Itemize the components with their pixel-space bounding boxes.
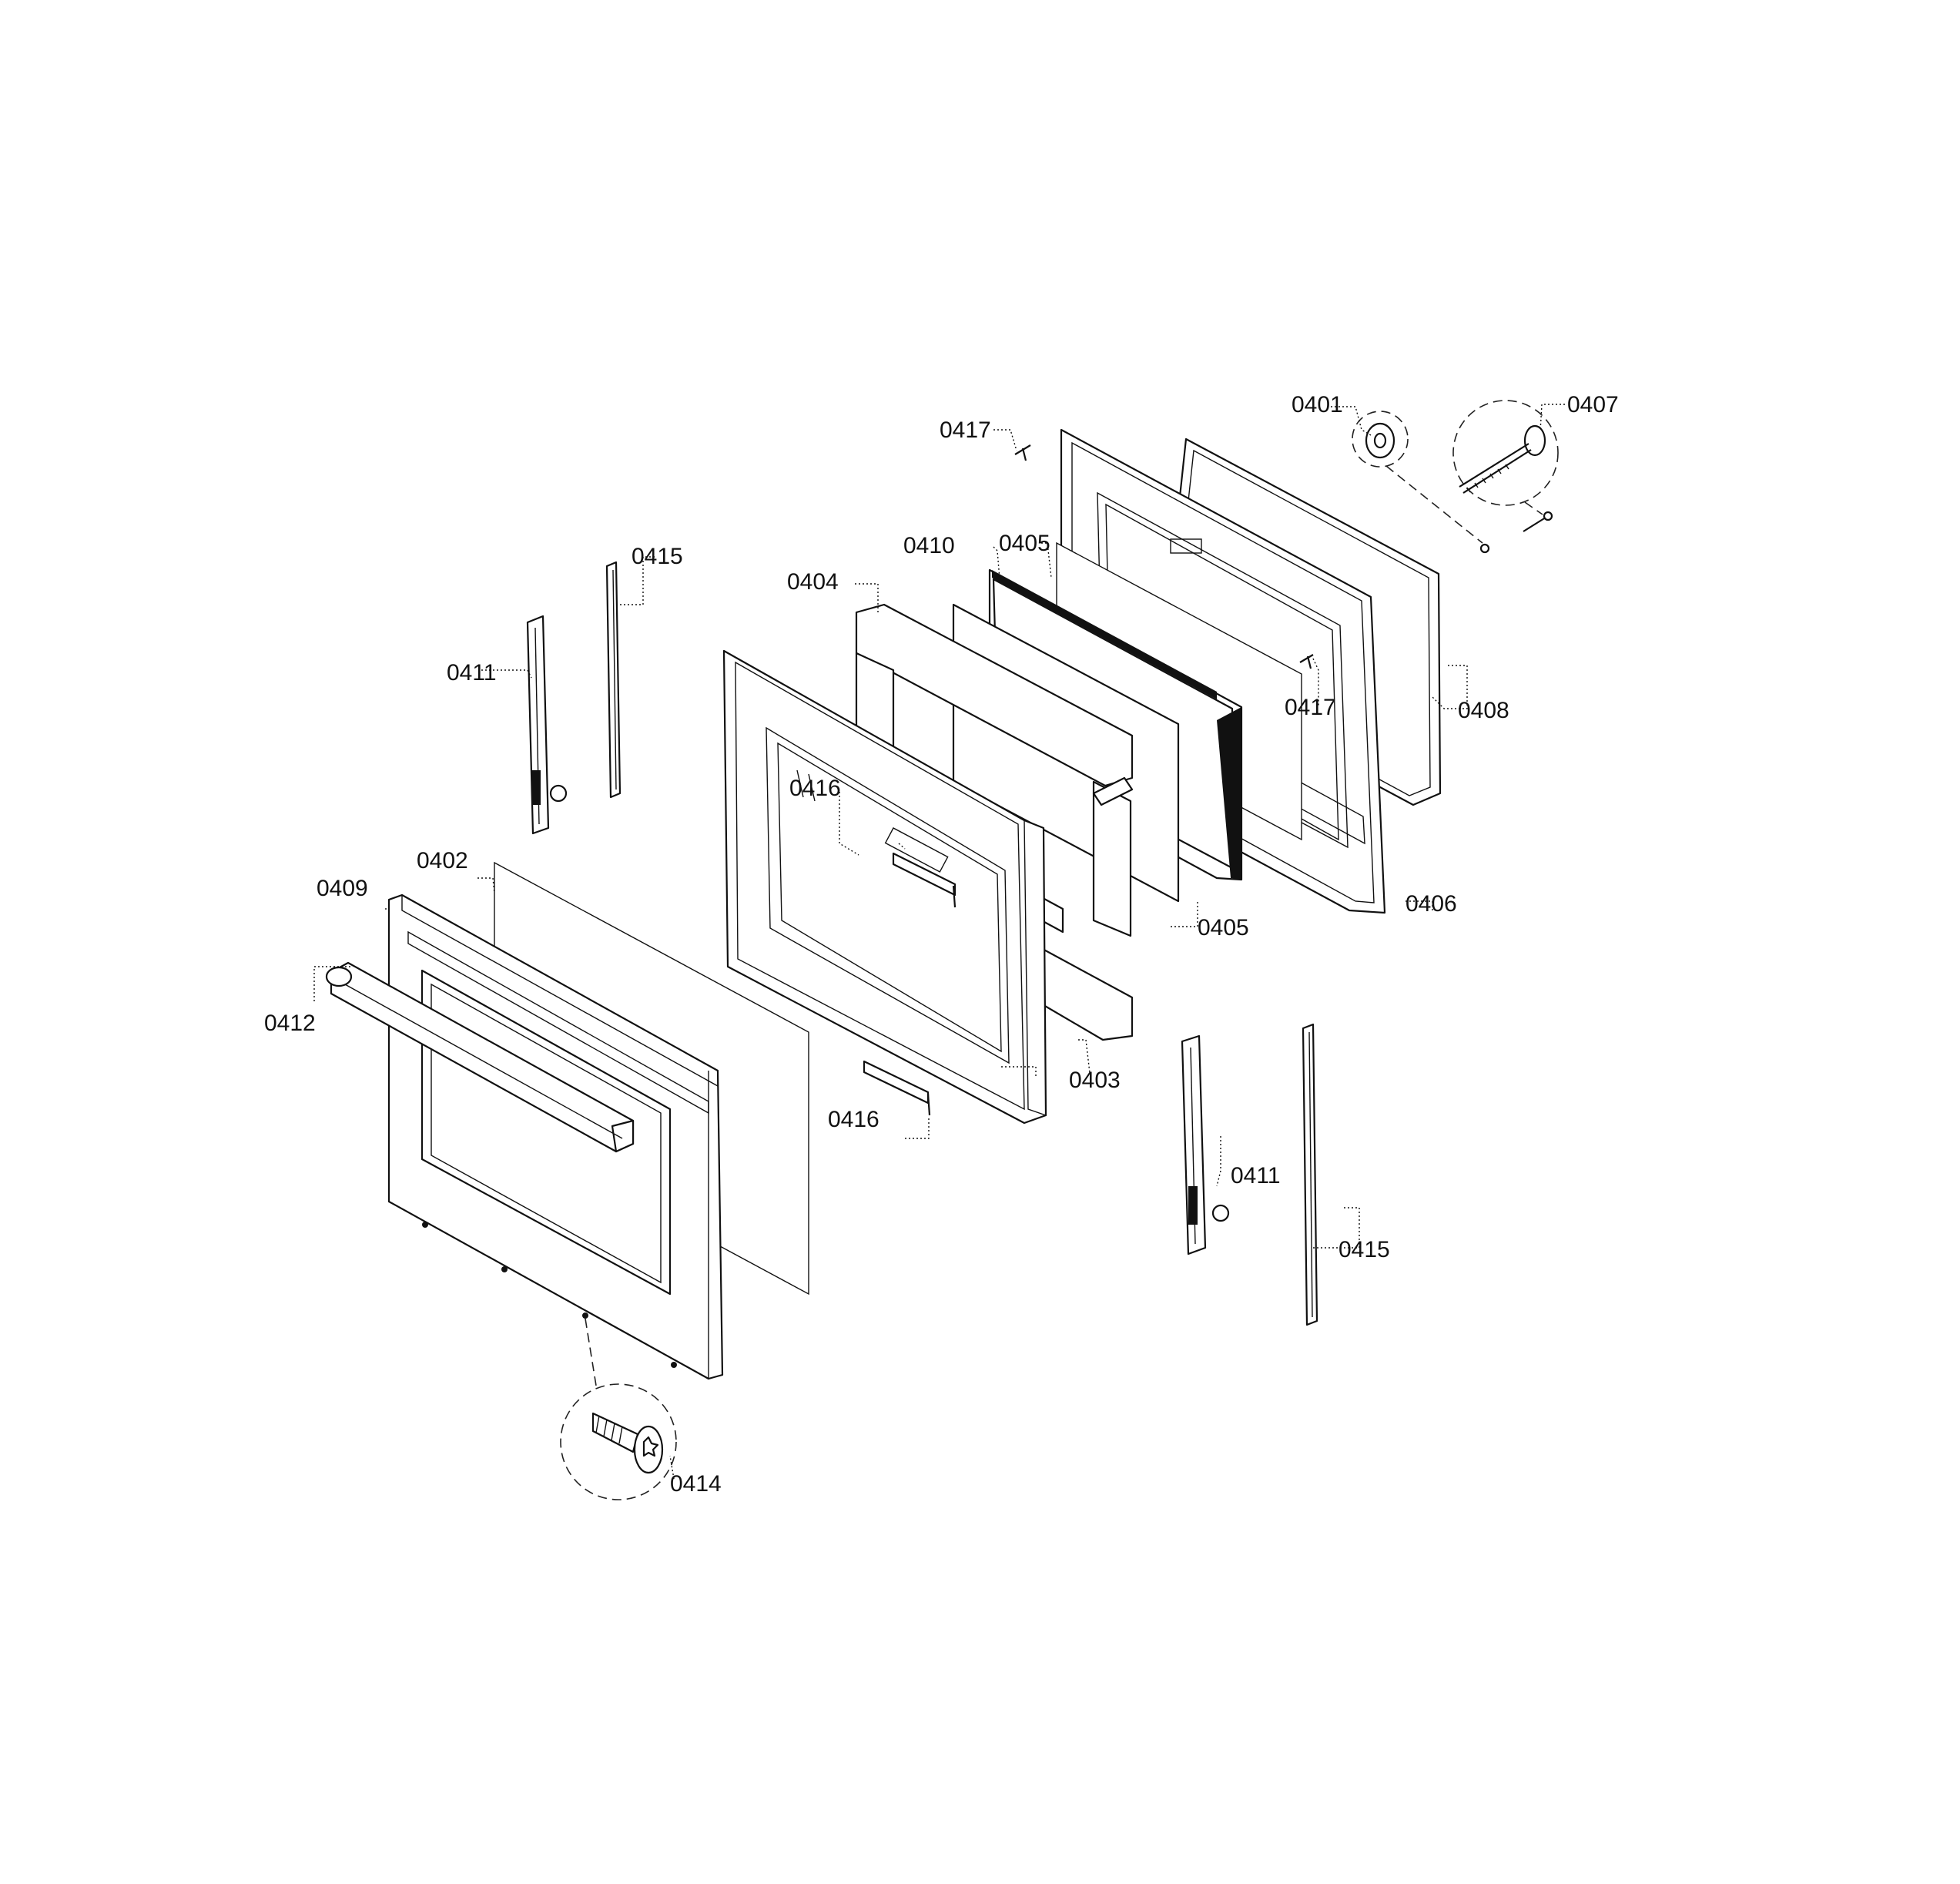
bolt-0407 — [1452, 400, 1559, 532]
side-strip-0415-right — [1302, 1023, 1318, 1326]
clip-0416-lower — [863, 1060, 931, 1116]
callout-0416-upper: 0416 — [789, 776, 841, 801]
callout-0415-left: 0415 — [632, 544, 683, 569]
callout-0402: 0402 — [417, 848, 468, 873]
callout-0403: 0403 — [1069, 1068, 1121, 1093]
washer-0401 — [1352, 411, 1490, 554]
hinge-0411-left — [526, 615, 568, 835]
callout-0405-front: 0405 — [1198, 915, 1249, 940]
callout-0401: 0401 — [1292, 392, 1343, 417]
callout-0407: 0407 — [1567, 392, 1619, 417]
callout-0410: 0410 — [903, 533, 955, 558]
callout-0412: 0412 — [264, 1011, 316, 1036]
callout-0404: 0404 — [787, 569, 839, 595]
callout-0417-upper: 0417 — [940, 417, 991, 443]
callout-0411-left: 0411 — [447, 660, 497, 686]
callout-0406: 0406 — [1406, 891, 1457, 917]
inner-door-0403 — [722, 649, 1047, 1125]
screw-0417-lower — [1299, 654, 1314, 669]
callout-0411-right: 0411 — [1231, 1163, 1281, 1188]
callout-0416-lower: 0416 — [828, 1107, 879, 1132]
callout-0408: 0408 — [1458, 698, 1509, 723]
side-strip-0415-left — [605, 561, 622, 799]
screw-detail-0414 — [560, 1318, 677, 1500]
outer-door-0409 — [387, 893, 724, 1380]
hinge-0411-right — [1181, 1034, 1230, 1255]
screw-0417-upper — [1014, 444, 1031, 461]
leader-lines — [313, 404, 1565, 1480]
door-handle-0412 — [325, 961, 635, 1153]
callout-0415-right: 0415 — [1338, 1237, 1390, 1262]
callout-0409: 0409 — [317, 876, 368, 901]
callout-0405-rear: 0405 — [999, 531, 1050, 556]
callout-0417-lower: 0417 — [1285, 695, 1336, 720]
callout-0414: 0414 — [670, 1471, 722, 1497]
clip-0416-upper — [892, 852, 957, 908]
